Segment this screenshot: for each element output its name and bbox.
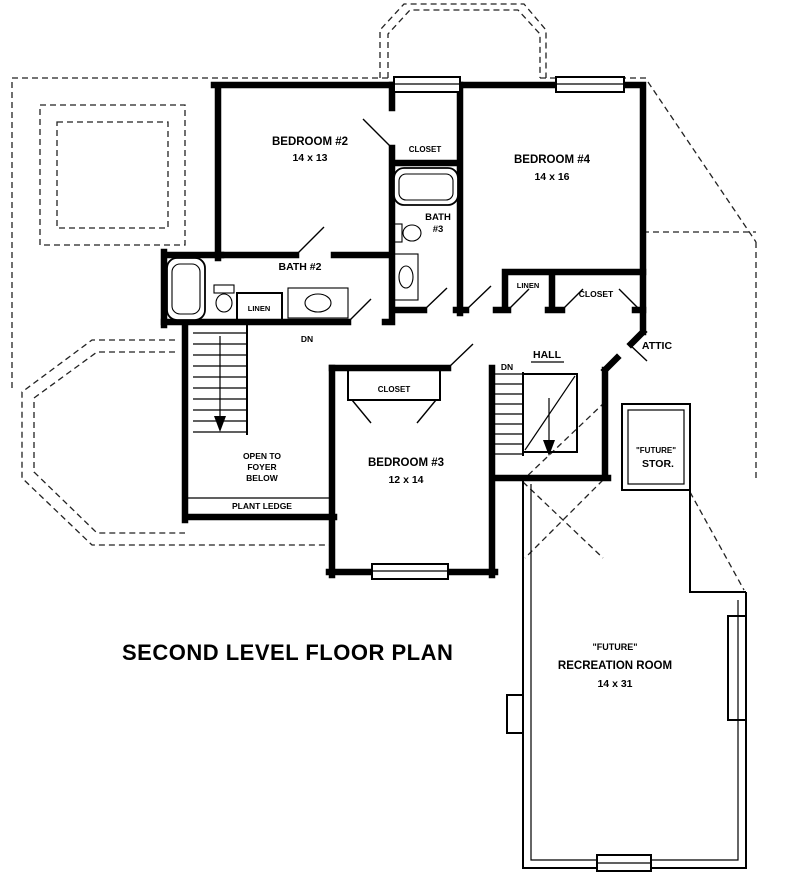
linen-left-box	[236, 292, 283, 323]
bath2-label: BATH #2	[279, 261, 322, 273]
roof-skylight-outer	[39, 104, 186, 246]
bath2-sink	[304, 293, 332, 313]
bath3-label-line1: BATH	[425, 212, 451, 223]
stairs-left-arrow-head	[214, 416, 226, 432]
recreation-dims: 14 x 31	[597, 678, 632, 690]
roof-valley-3	[524, 479, 604, 559]
plan-title: SECOND LEVEL FLOOR PLAN	[122, 640, 453, 665]
roof-valley-1	[522, 401, 606, 481]
recreation-qualifier: "FUTURE"	[592, 642, 637, 652]
roof-outline-dashed-layer	[11, 3, 757, 591]
bedroom2-label: BEDROOM #2	[272, 136, 348, 148]
roof-outline-left	[11, 77, 388, 390]
stairs-left	[193, 322, 248, 435]
hall-label: HALL	[533, 349, 562, 361]
bath2-tub-basin	[171, 263, 201, 315]
dn-left-label: DN	[301, 334, 313, 344]
fixtures-layer	[166, 167, 459, 323]
roof-bay-top-outer	[379, 3, 547, 78]
bath2-tub	[166, 257, 206, 321]
open-to-foyer-line2: FOYER	[247, 462, 276, 472]
recreation-outer-wall	[522, 480, 747, 869]
roof-diagonal-right	[647, 81, 757, 243]
storage-inner-wall	[627, 409, 685, 485]
recreation-right-notch	[727, 615, 746, 721]
bedroom4-dims: 14 x 16	[534, 171, 569, 183]
bath3-tub	[393, 167, 459, 206]
roof-skylight-inner	[56, 121, 169, 229]
open-to-foyer-line3: BELOW	[246, 473, 279, 483]
open-to-foyer-line1: OPEN TO	[243, 451, 281, 461]
attic-label: ATTIC	[642, 340, 673, 352]
door-swings	[295, 118, 648, 424]
stairwell-arrow-head	[543, 440, 555, 456]
bedroom4-label: BEDROOM #4	[514, 154, 591, 166]
future-storage-outline	[621, 403, 691, 491]
storage-to-recreation-wall	[689, 490, 746, 593]
future-storage-qualifier: "FUTURE"	[636, 446, 676, 455]
roof-bay-top-inner	[387, 9, 541, 78]
closet-bedroom3-label: CLOSET	[378, 385, 411, 394]
bath3-tub-basin	[398, 173, 454, 201]
dn-right-label: DN	[501, 362, 513, 372]
plant-ledge-label: PLANT LEDGE	[232, 501, 292, 511]
bedroom3-label: BEDROOM #3	[368, 457, 444, 469]
recreation-inner-wall	[530, 484, 739, 861]
stairwell-diagonal	[524, 375, 576, 451]
labels-layer: BEDROOM #2 14 x 13 CLOSET BEDROOM #4 14 …	[232, 136, 676, 690]
closet-bedroom4-label: CLOSET	[579, 289, 614, 299]
bath3-toilet-tank	[393, 223, 403, 243]
interior-walls	[160, 81, 647, 372]
linen-right-label: LINEN	[517, 281, 540, 290]
stairs-right-treads	[494, 373, 523, 455]
roof-bay-left-outer	[21, 339, 334, 546]
bedroom3-closet-walls	[347, 368, 441, 401]
bedroom3-dims: 12 x 14	[388, 474, 423, 486]
bath2-toilet-bowl	[215, 293, 233, 313]
bath3-sink	[398, 265, 414, 289]
bath3-vanity	[393, 253, 419, 301]
stairs-right	[493, 372, 578, 456]
bath2-toilet-tank	[213, 284, 235, 294]
bath3-toilet-bowl	[402, 224, 422, 242]
closet-top-label: CLOSET	[409, 145, 442, 154]
roof-bay-left-inner	[33, 351, 185, 534]
windows-layer	[371, 76, 652, 872]
future-storage-label: STOR.	[642, 458, 674, 470]
recreation-left-notch	[506, 694, 523, 734]
linen-left-label: LINEN	[248, 304, 271, 313]
recreation-label: RECREATION ROOM	[558, 660, 672, 672]
storage-outer-wall	[621, 403, 691, 491]
bedroom2-dims: 14 x 13	[292, 152, 327, 164]
bath3-label-line2: #3	[433, 224, 444, 235]
bath2-vanity	[287, 287, 349, 319]
recreation-room-outline	[506, 480, 747, 869]
roof-valley-2	[522, 481, 604, 559]
roof-valley-4	[689, 491, 745, 591]
